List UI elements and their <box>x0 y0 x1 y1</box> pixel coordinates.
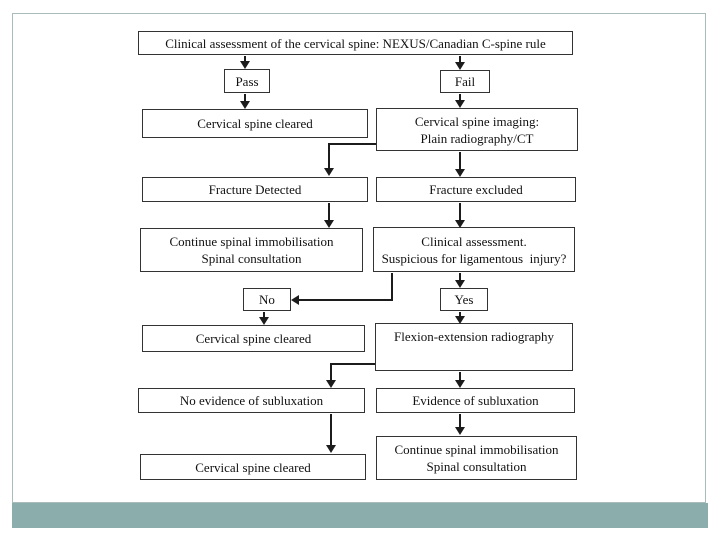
node-label: Fracture Detected <box>208 182 302 197</box>
arrowhead-no-evidence-to-cleared <box>326 445 336 453</box>
node-cervical-spine-cleared-3: Cervical spine cleared <box>140 454 366 480</box>
arrow-flexion-to-no-evidence-v <box>330 363 332 381</box>
arrow-clinical-to-no-v <box>391 273 393 301</box>
node-label: No <box>259 292 275 307</box>
arrow-evidence-to-continue <box>459 414 461 428</box>
node-label: Cervical spine cleared <box>197 116 313 131</box>
node-evidence-subluxation: Evidence of subluxation <box>376 388 575 413</box>
arrow-no-evidence-to-cleared <box>330 414 332 446</box>
arrow-flexion-to-no-evidence-h <box>331 363 375 365</box>
arrowhead-flexion-to-evidence <box>455 380 465 388</box>
node-clinical-assessment-rule: Clinical assessment of the cervical spin… <box>138 31 573 55</box>
node-continue-immobilisation-1: Continue spinal immobilisation Spinal co… <box>140 228 363 272</box>
arrow-title-to-fail <box>459 56 461 62</box>
arrowhead-clinical-to-yes <box>455 280 465 288</box>
node-cervical-spine-cleared-1: Cervical spine cleared <box>142 109 368 138</box>
arrow-fail-to-imaging <box>459 94 461 101</box>
arrow-detected-to-continue <box>328 203 330 221</box>
node-fail: Fail <box>440 70 490 93</box>
node-label: No evidence of subluxation <box>179 393 324 408</box>
arrow-yes-to-flexion <box>459 312 461 317</box>
arrow-imaging-to-fracture-excluded <box>459 152 461 170</box>
arrowhead-no-to-cleared <box>259 317 269 325</box>
arrowhead-title-to-pass <box>240 61 250 69</box>
node-label-line1: Continue spinal immobilisation <box>394 442 559 457</box>
node-label: Flexion-extension radiography <box>394 329 554 344</box>
node-label-line2: Spinal consultation <box>201 251 302 266</box>
node-label: Yes <box>454 292 474 307</box>
arrowhead-fail-to-imaging <box>455 100 465 108</box>
node-continue-immobilisation-2: Continue spinal immobilisation Spinal co… <box>376 436 577 480</box>
arrow-no-to-cleared <box>263 312 265 318</box>
node-fracture-excluded: Fracture excluded <box>376 177 576 202</box>
arrow-excluded-to-clinical <box>459 203 461 221</box>
node-clinical-assessment-ligamentous: Clinical assessment. Suspicious for liga… <box>373 227 575 272</box>
node-no-evidence-subluxation: No evidence of subluxation <box>138 388 365 413</box>
arrowhead-yes-to-flexion <box>455 316 465 324</box>
arrow-clinical-to-yes <box>459 273 461 281</box>
arrowhead-pass-to-cleared <box>240 101 250 109</box>
node-label: Clinical assessment of the cervical spin… <box>165 35 546 51</box>
arrowhead-detected-to-continue <box>324 220 334 228</box>
node-label: Pass <box>235 73 259 89</box>
node-label: Evidence of subluxation <box>412 393 539 408</box>
node-flexion-extension-radiography: Flexion-extension radiography <box>375 323 573 371</box>
arrow-clinical-to-no-h <box>299 299 393 301</box>
node-label: Cervical spine cleared <box>195 459 311 475</box>
arrow-flexion-to-evidence <box>459 372 461 381</box>
node-yes: Yes <box>440 288 488 311</box>
node-label-line1: Continue spinal immobilisation <box>169 234 334 249</box>
arrowhead-clinical-to-no <box>291 295 299 305</box>
node-label-line2: Plain radiography/CT <box>420 130 534 146</box>
arrowhead-imaging-to-fracture-excluded <box>455 169 465 177</box>
node-label: Cervical spine cleared <box>195 331 312 346</box>
node-label-line1: Clinical assessment. <box>421 233 527 249</box>
arrow-pass-to-cleared <box>244 94 246 102</box>
footer-accent-bar <box>12 503 708 528</box>
arrow-imaging-to-fracture-detected-h <box>329 143 376 145</box>
node-pass: Pass <box>224 69 270 93</box>
node-no: No <box>243 288 291 311</box>
node-label: Fracture excluded <box>429 182 523 197</box>
node-label-line2: Spinal consultation <box>426 459 527 474</box>
arrowhead-imaging-to-fracture-detected <box>324 168 334 176</box>
node-fracture-detected: Fracture Detected <box>142 177 368 202</box>
node-cervical-spine-cleared-2: Cervical spine cleared <box>142 325 365 352</box>
arrowhead-flexion-to-no-evidence <box>326 380 336 388</box>
arrow-imaging-to-fracture-detected-v <box>328 143 330 169</box>
arrow-title-to-pass <box>244 56 246 62</box>
node-label-line2: Suspicious for ligamentous injury? <box>381 250 567 266</box>
arrowhead-evidence-to-continue <box>455 427 465 435</box>
node-label: Fail <box>454 74 476 89</box>
node-label-line1: Cervical spine imaging: <box>414 113 540 129</box>
node-cervical-spine-imaging: Cervical spine imaging: Plain radiograph… <box>376 108 578 151</box>
arrowhead-title-to-fail <box>455 62 465 70</box>
arrowhead-excluded-to-clinical <box>455 220 465 228</box>
